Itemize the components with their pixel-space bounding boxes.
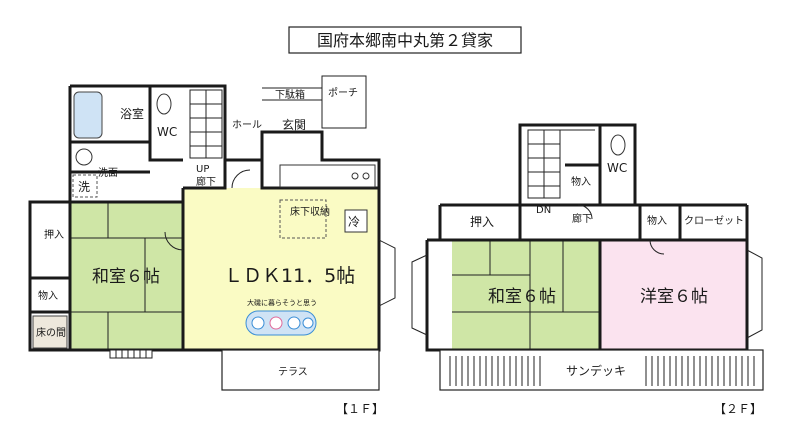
entrance-label: 玄関 bbox=[282, 117, 306, 132]
mascot-face-icon bbox=[287, 316, 301, 330]
yoshitsu-area bbox=[601, 240, 747, 350]
porch-box bbox=[321, 75, 367, 129]
ldk-label: ＬＤＫ11．5帖 bbox=[224, 265, 355, 287]
terrace-box bbox=[221, 349, 380, 391]
page-title: 国府本郷南中丸第２貸家 bbox=[317, 31, 493, 50]
yoshitsu-label: 洋室６帖 bbox=[640, 287, 708, 307]
washitsu-1f-label: 和室６帖 bbox=[92, 267, 160, 287]
sundeck-slats bbox=[449, 356, 755, 386]
storage2-2f-label: 物入 bbox=[647, 214, 667, 227]
toilet-1f-icon bbox=[156, 93, 172, 115]
washitsu-2f-area bbox=[452, 240, 600, 350]
stairs-1f bbox=[189, 89, 223, 159]
mascot-face-icon bbox=[251, 316, 265, 330]
underfloor-storage-box bbox=[279, 199, 327, 239]
floor-2-labels: DN 廊下 物入 WC 押入 物入 クローゼット 和室６帖 洋室６帖 サンデッキ bbox=[470, 161, 744, 378]
window-bars-1f bbox=[109, 349, 153, 359]
floor-2 bbox=[411, 123, 764, 391]
basin-icon bbox=[75, 148, 93, 166]
washitsu-1f-area bbox=[70, 202, 182, 350]
corridor-1f-label: 廊下 bbox=[196, 175, 216, 188]
mascot-tagline: 大磯に暮らそうと思う bbox=[247, 298, 317, 307]
corridor-2f-label: 廊下 bbox=[572, 212, 592, 225]
bath-label: 浴室 bbox=[120, 106, 144, 121]
mascot-face-icon bbox=[302, 317, 314, 329]
storage1-2f-label: 物入 bbox=[571, 175, 591, 188]
terrace-label: テラス bbox=[278, 366, 308, 378]
floor-1-labels: 浴室 WC 下駄箱 ポーチ ホール 玄関 洗面 洗 UP 廊下 押入 物入 床の… bbox=[36, 87, 360, 378]
stairs-2f bbox=[527, 129, 595, 199]
mascot-face-icon bbox=[269, 316, 283, 330]
washroom-label: 洗面 bbox=[98, 167, 118, 179]
closet-west-label: クローゼット bbox=[684, 215, 744, 227]
floor1-label: 【１Ｆ】 bbox=[336, 402, 384, 416]
title-box: 国府本郷南中丸第２貸家 bbox=[288, 26, 522, 54]
fridge-label: 冷 bbox=[348, 215, 360, 229]
wc-1f-label: WC bbox=[157, 125, 177, 139]
washer-box bbox=[72, 174, 98, 198]
closet-1f-label: 押入 bbox=[44, 228, 64, 241]
wc-2f-label: WC bbox=[607, 161, 627, 175]
storage-1f-label: 物入 bbox=[38, 289, 58, 302]
toilet-2f-icon bbox=[610, 134, 626, 156]
washer-label: 洗 bbox=[78, 180, 90, 194]
dn-label: DN bbox=[536, 205, 551, 216]
up-label: UP bbox=[196, 164, 209, 175]
kitchen-counter bbox=[279, 164, 376, 188]
underfloor-label: 床下収納 bbox=[290, 205, 330, 218]
tokonoma-box bbox=[32, 315, 68, 349]
floor2-label: 【２Ｆ】 bbox=[714, 402, 762, 416]
stove-icon bbox=[351, 172, 359, 180]
floor-1 bbox=[28, 75, 396, 391]
sundeck-label: サンデッキ bbox=[566, 363, 626, 378]
closet-2f-label: 押入 bbox=[470, 215, 494, 229]
tatami-lines-2f bbox=[452, 240, 600, 350]
shoe-box-label: 下駄箱 bbox=[275, 88, 305, 101]
fridge-box bbox=[344, 209, 368, 233]
tatami-lines-1f bbox=[70, 202, 182, 350]
hall-label: ホール bbox=[232, 119, 262, 131]
bathtub-icon bbox=[73, 91, 103, 139]
porch-label: ポーチ bbox=[328, 87, 358, 99]
washitsu-2f-label: 和室６帖 bbox=[488, 287, 556, 307]
mascot-logo: 大磯に暮らそうと思う bbox=[245, 298, 317, 336]
tokonoma-label: 床の間 bbox=[36, 326, 66, 339]
